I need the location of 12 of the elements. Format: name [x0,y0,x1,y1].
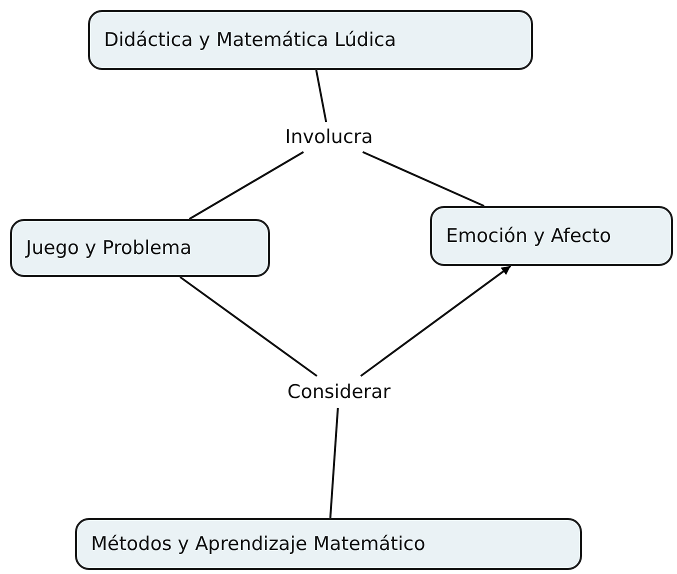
connector-line [179,276,318,377]
concept-box: Didáctica y Matemática Lúdica [88,10,533,70]
concept-box: Emoción y Afecto [430,206,673,266]
concept-box: Juego y Problema [10,219,270,277]
connector-line [329,408,339,518]
linking-phrase: Involucra [270,122,388,152]
linking-phrase: Considerar [268,376,410,408]
connector-line [188,151,304,220]
connector-line [362,151,484,207]
concept-box: Métodos y Aprendizaje Matemático [75,518,582,570]
connector-line [315,70,328,122]
arrow [360,265,512,377]
